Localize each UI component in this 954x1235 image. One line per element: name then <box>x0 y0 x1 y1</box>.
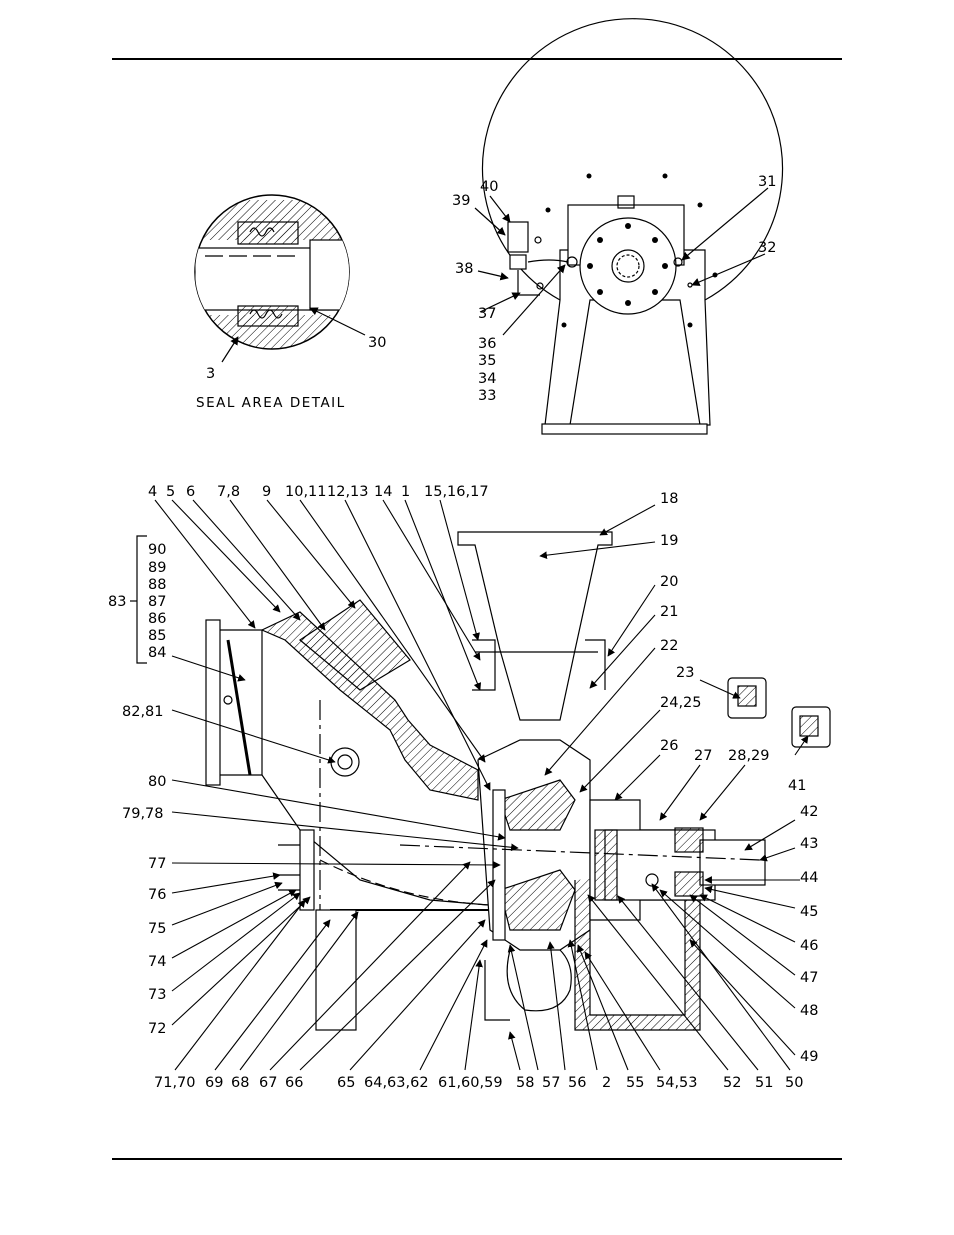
end-label-40: 40 <box>480 179 498 195</box>
end-label-37: 37 <box>478 306 496 322</box>
part-label-23: 23 <box>676 665 694 681</box>
part-label-84: 84 <box>148 645 166 661</box>
part-label-24-25: 24,25 <box>660 695 702 711</box>
part-label-86: 86 <box>148 611 166 627</box>
part-label-57: 57 <box>542 1075 560 1091</box>
part-label-44: 44 <box>800 870 818 886</box>
part-label-20: 20 <box>660 574 678 590</box>
part-label-85: 85 <box>148 628 166 644</box>
part-label-22: 22 <box>660 638 678 654</box>
part-label-2: 2 <box>602 1075 611 1091</box>
part-label-55: 55 <box>626 1075 644 1091</box>
part-label-89: 89 <box>148 560 166 576</box>
part-label-46: 46 <box>800 938 818 954</box>
part-label-51: 51 <box>755 1075 773 1091</box>
part-label-27: 27 <box>694 748 712 764</box>
part-label-21: 21 <box>660 604 678 620</box>
part-label-4: 4 <box>148 484 157 500</box>
part-label-26: 26 <box>660 738 678 754</box>
part-label-15-16-17: 15,16,17 <box>424 484 489 500</box>
end-label-31: 31 <box>758 174 776 190</box>
part-label-56: 56 <box>568 1075 586 1091</box>
seal-label-30: 30 <box>368 335 386 351</box>
part-label-83: 83 <box>108 594 126 610</box>
part-label-7-8: 7,8 <box>217 484 240 500</box>
part-label-41: 41 <box>788 778 806 794</box>
section-view <box>130 532 830 1030</box>
part-label-18: 18 <box>660 491 678 507</box>
seal-area-detail <box>195 195 365 362</box>
part-label-10-11: 10,11 <box>285 484 327 500</box>
end-view <box>483 19 783 434</box>
part-label-75: 75 <box>148 921 166 937</box>
part-label-54-53: 54,53 <box>656 1075 698 1091</box>
part-label-76: 76 <box>148 887 166 903</box>
part-label-19: 19 <box>660 533 678 549</box>
part-label-28-29: 28,29 <box>728 748 770 764</box>
part-label-79-78: 79,78 <box>122 806 164 822</box>
part-label-45: 45 <box>800 904 818 920</box>
end-label-32: 32 <box>758 240 776 256</box>
part-label-43: 43 <box>800 836 818 852</box>
part-label-74: 74 <box>148 954 166 970</box>
part-label-1: 1 <box>401 484 410 500</box>
part-label-72: 72 <box>148 1021 166 1037</box>
part-label-42: 42 <box>800 804 818 820</box>
part-label-65: 65 <box>337 1075 355 1091</box>
part-label-80: 80 <box>148 774 166 790</box>
part-label-87: 87 <box>148 594 166 610</box>
part-label-69: 69 <box>205 1075 223 1091</box>
part-label-14: 14 <box>374 484 392 500</box>
part-label-71-70: 71,70 <box>154 1075 196 1091</box>
seal-label-3: 3 <box>206 366 215 382</box>
part-label-58: 58 <box>516 1075 534 1091</box>
end-label-35: 35 <box>478 353 496 369</box>
part-label-5: 5 <box>166 484 175 500</box>
part-label-82-81: 82,81 <box>122 704 164 720</box>
part-label-66: 66 <box>285 1075 303 1091</box>
part-label-90: 90 <box>148 542 166 558</box>
part-label-88: 88 <box>148 577 166 593</box>
part-label-61-60-59: 61,60,59 <box>438 1075 503 1091</box>
part-label-9: 9 <box>262 484 271 500</box>
end-label-33: 33 <box>478 388 496 404</box>
part-label-67: 67 <box>259 1075 277 1091</box>
part-label-6: 6 <box>186 484 195 500</box>
end-label-38: 38 <box>455 261 473 277</box>
part-label-77: 77 <box>148 856 166 872</box>
part-label-49: 49 <box>800 1049 818 1065</box>
part-label-64-63-62: 64,63,62 <box>364 1075 429 1091</box>
end-label-34: 34 <box>478 371 496 387</box>
part-label-50: 50 <box>785 1075 803 1091</box>
seal-area-detail-caption: SEAL AREA DETAIL <box>196 395 346 411</box>
part-label-48: 48 <box>800 1003 818 1019</box>
part-label-52: 52 <box>723 1075 741 1091</box>
end-label-36: 36 <box>478 336 496 352</box>
part-label-12-13: 12,13 <box>327 484 369 500</box>
part-label-68: 68 <box>231 1075 249 1091</box>
part-label-73: 73 <box>148 987 166 1003</box>
part-label-47: 47 <box>800 970 818 986</box>
end-label-39: 39 <box>452 193 470 209</box>
